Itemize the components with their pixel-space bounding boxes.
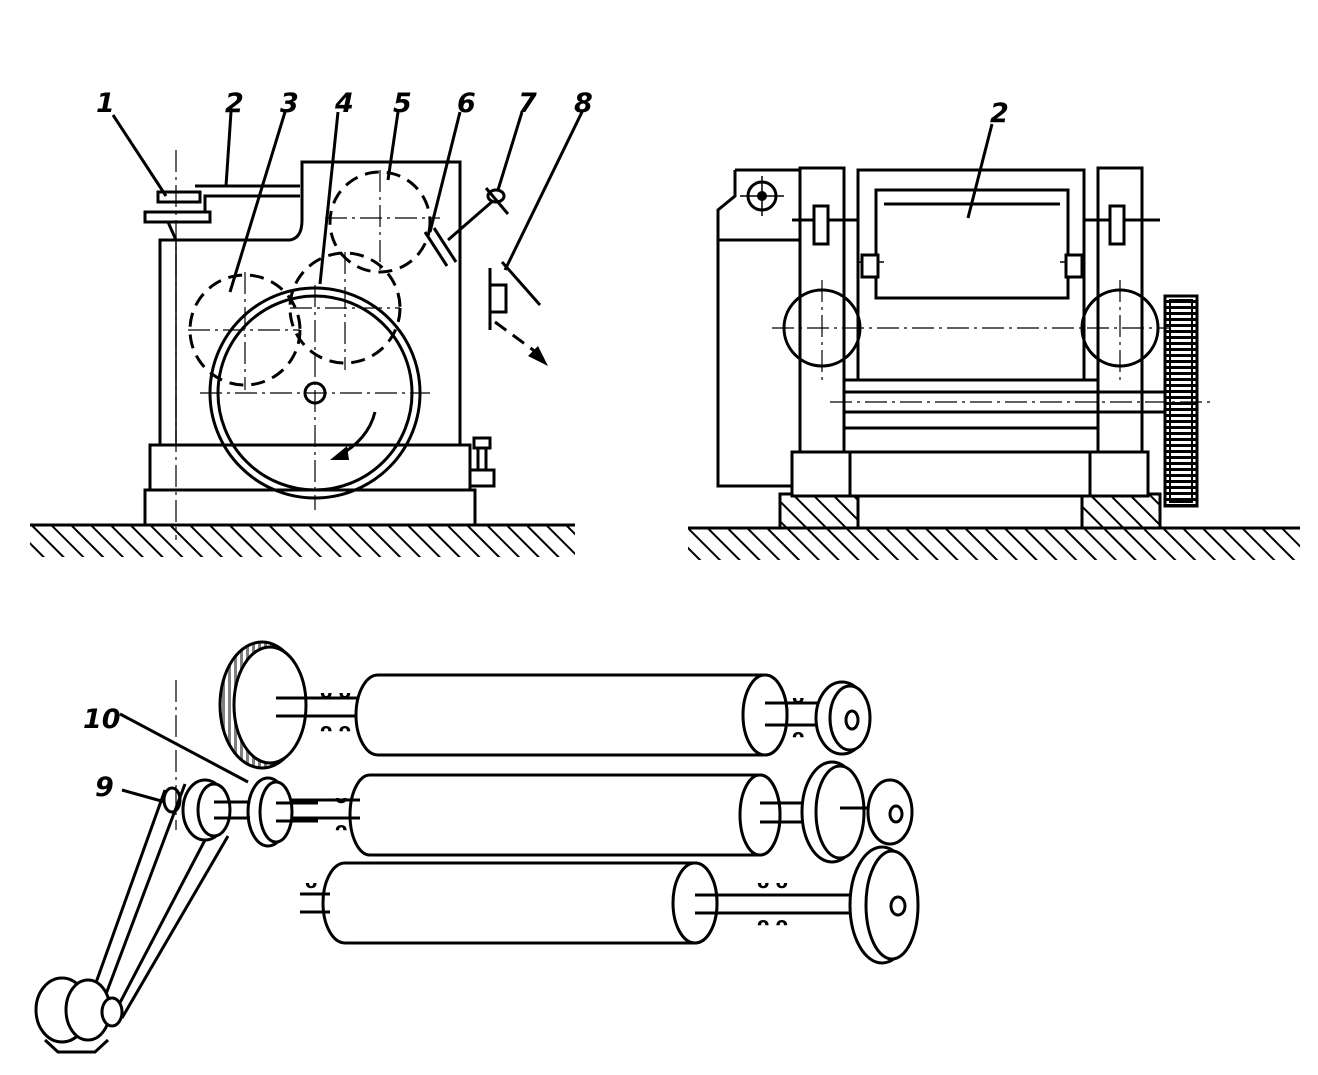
label-2: 2 xyxy=(225,88,244,119)
handwheel-1 xyxy=(156,190,202,204)
machine-lower-body xyxy=(148,443,472,490)
svg-text:ᴗ ᴗ: ᴗ ᴗ xyxy=(320,682,351,703)
svg-text:ᴗ: ᴗ xyxy=(792,687,804,708)
svg-text:ᴖ ᴖ: ᴖ ᴖ xyxy=(320,720,351,741)
label-2-front: 2 xyxy=(990,98,1009,129)
svg-text:ᴗ ᴗ: ᴗ ᴗ xyxy=(757,872,788,893)
svg-text:ᴖ: ᴖ xyxy=(335,819,347,840)
foundation-left xyxy=(778,492,860,530)
right-frame xyxy=(1096,166,1144,456)
svg-text:ᴗ: ᴗ xyxy=(335,787,347,808)
roller-bottom: ᴗ ᴗ ᴗ ᴖ ᴖ xyxy=(300,845,920,965)
svg-text:ᴖ ᴖ: ᴖ ᴖ xyxy=(757,914,788,935)
roller-top: ᴗ ᴗ ᴖ ᴖ ᴗ ᴖ xyxy=(218,640,872,770)
foundation-right xyxy=(1080,492,1162,530)
label-4: 4 xyxy=(334,88,354,119)
label-1: 1 xyxy=(96,88,115,119)
label-9: 9 xyxy=(95,772,114,803)
handle-7 xyxy=(447,198,495,242)
roller-schematic: ᴗ ᴗ ᴖ ᴖ ᴗ ᴖ ᴗ ᴖ xyxy=(34,640,920,1054)
motor-housing xyxy=(716,170,800,488)
ground-hatch-right xyxy=(688,528,1300,560)
belt-drive xyxy=(34,783,230,1054)
label-6: 6 xyxy=(457,88,476,119)
svg-text:ᴗ: ᴗ xyxy=(305,872,317,893)
label-5: 5 xyxy=(393,88,412,119)
ground-hatch-left xyxy=(30,525,575,557)
drive-pinion xyxy=(162,776,318,848)
label-7: 7 xyxy=(518,88,537,119)
machine-frame xyxy=(158,160,462,445)
scraper-6 xyxy=(423,231,449,267)
svg-text:ᴖ: ᴖ xyxy=(792,726,804,747)
label-10: 10 xyxy=(83,704,121,735)
label-8: 8 xyxy=(574,88,593,119)
machine-base xyxy=(143,488,477,525)
roller-middle: ᴗ ᴖ xyxy=(290,760,914,864)
front-view xyxy=(688,166,1300,560)
label-3: 3 xyxy=(280,88,299,119)
part-labels: 1 2 3 4 5 6 7 8 2 10 9 xyxy=(83,88,1009,803)
leader-lines xyxy=(111,111,994,804)
side-view xyxy=(30,150,575,557)
roller-5-hidden xyxy=(328,170,432,274)
